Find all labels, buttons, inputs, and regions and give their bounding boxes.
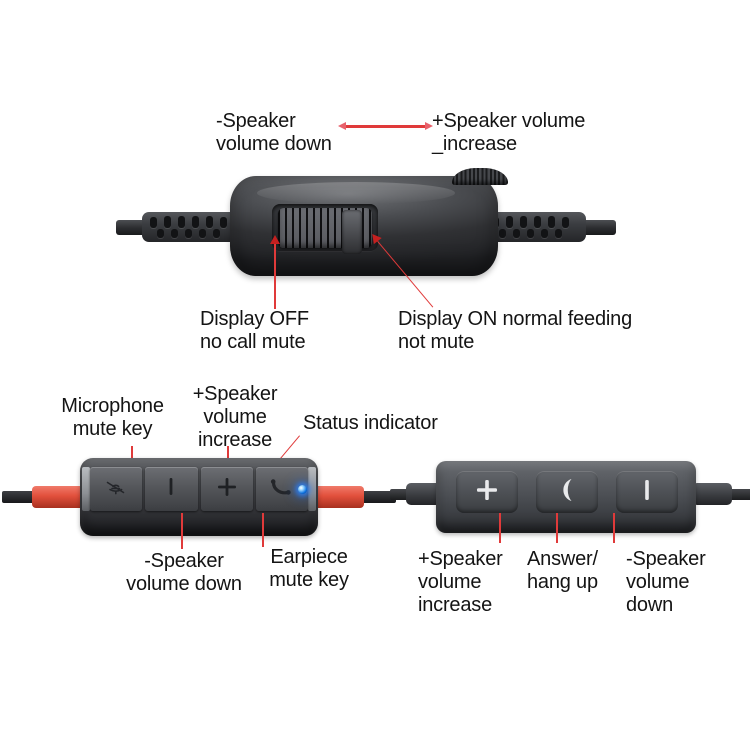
label-display-off: Display OFF no call mute [200,308,309,353]
microphone-muted-icon [103,477,129,502]
inline-slider-volume-control[interactable] [116,168,616,288]
label-microphone-mute: Microphone mute key [61,395,164,440]
label-right-volume-up: +Speaker volume increase [418,548,503,616]
control-box-body [436,461,696,533]
cable-boot-right [692,483,732,505]
slider-switch-track[interactable] [272,204,378,254]
leader-earpiece-mute [262,513,264,547]
label-answer-hangup: Answer/ hang up [527,548,598,593]
slider-switch-icon[interactable] [278,208,372,254]
slider-thumb-tab[interactable] [342,210,362,254]
handset-crescent-icon [556,476,578,509]
cable-strain-relief-right [482,212,586,242]
volume-down-key[interactable] [145,467,198,511]
leader-mid-volume-down [181,513,183,549]
minus-bar-icon [166,475,176,504]
leader-right-volume-up [499,513,501,543]
label-top-volume-up: +Speaker volume _increase [432,110,586,155]
label-right-volume-down: -Speaker volume down [626,548,706,616]
side-strip-left [82,467,90,511]
cable-right [362,491,396,503]
control-box-body [230,168,508,276]
four-button-inline-control[interactable] [2,458,396,544]
cable-left [390,489,414,500]
bar-icon [642,477,652,508]
mic-mute-key[interactable] [90,467,143,511]
volume-up-key[interactable] [456,471,518,513]
volume-down-key[interactable] [616,471,678,513]
label-mid-volume-up: +Speaker volume increase [192,383,278,451]
plus-icon [474,477,500,508]
label-mid-volume-down: -Speaker volume down [126,550,242,595]
label-earpiece-mute: Earpiece mute key [269,546,349,591]
cable-boot-right [306,486,364,508]
status-led [298,485,307,494]
label-top-volume-down: -Speaker volume down [216,110,332,155]
side-strip-right [308,467,316,511]
leader-answer-hangup [556,513,558,543]
plus-icon [215,475,239,504]
label-display-on: Display ON normal feeding not mute [398,308,632,353]
volume-up-key[interactable] [200,467,253,511]
three-button-inline-control[interactable] [390,458,750,544]
cable-boot-left [32,486,90,508]
cable-right [726,489,750,500]
label-status-indicator: Status indicator [303,412,438,434]
cable-strain-relief-left [142,212,246,242]
control-box-body [80,458,318,536]
cable-right [580,220,616,235]
knurled-knob-icon[interactable] [452,168,508,185]
leader-right-volume-down [613,513,615,543]
cable-left [2,491,36,503]
answer-hangup-key[interactable] [536,471,598,513]
handset-icon [268,476,296,503]
